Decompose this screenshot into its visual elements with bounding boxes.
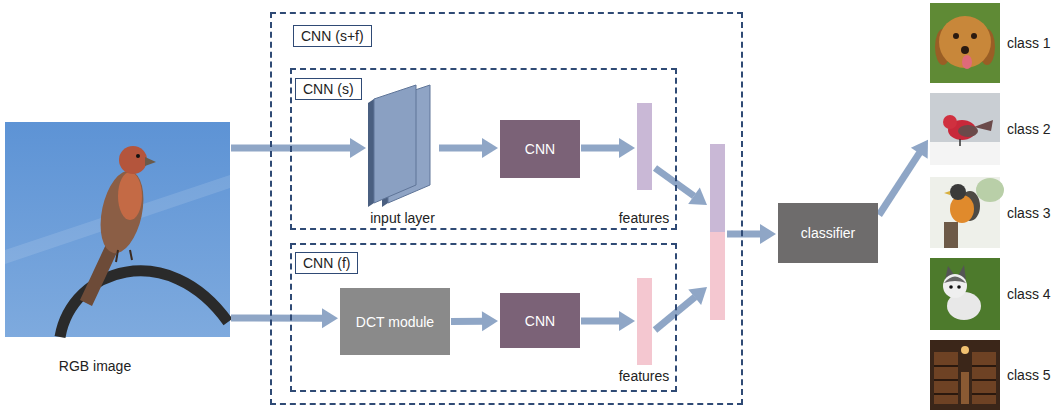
flow-arrow (439, 138, 498, 158)
box-label: CNN (525, 313, 555, 329)
rgb-image: RGB image (5, 122, 230, 378)
flow-arrow (231, 138, 366, 158)
class-image: class 2 (930, 93, 1057, 165)
box-label: CNN (525, 141, 555, 157)
bird-photo (5, 122, 230, 337)
arrow-line (231, 315, 323, 322)
arrowhead (619, 311, 635, 331)
arrow-line (879, 152, 920, 215)
box-label: DCT module (356, 314, 434, 330)
shape-area (930, 93, 1000, 165)
feature-vector: features (605, 103, 683, 227)
shape-area (930, 340, 1000, 410)
arrow-line (451, 318, 483, 325)
concat-features (710, 144, 725, 232)
arrow-line (439, 145, 483, 152)
flow-arrow (581, 138, 635, 158)
flow-arrow (581, 311, 635, 331)
bird-photo (930, 93, 1000, 165)
input-layer: input layer (355, 85, 450, 227)
group-label: CNN (f) (295, 252, 358, 274)
box-label: classifier (801, 225, 855, 241)
dashed-group: CNN (f)DCT moduleCNNfeatures (290, 243, 677, 392)
arrowhead (322, 308, 338, 328)
node-label: class 4 (1007, 286, 1051, 302)
robin-photo (930, 177, 1004, 248)
node-label: class 1 (1007, 35, 1051, 51)
shape-area (930, 177, 1000, 248)
arrowhead (619, 138, 635, 158)
node-label: class 3 (1007, 205, 1051, 221)
dct-module-box: DCT module (340, 288, 450, 355)
feature-bar (637, 103, 652, 190)
node-label: features (605, 368, 683, 384)
group-label: CNN (s) (295, 78, 362, 100)
library-photo (930, 340, 1000, 410)
node-label: class 2 (1007, 121, 1051, 137)
arrowhead (482, 138, 498, 158)
cnn-box: CNN (500, 120, 580, 178)
flow-arrow (231, 308, 338, 328)
class-image: class 1 (930, 3, 1057, 83)
dog-photo (930, 3, 1000, 83)
node-label: class 5 (1007, 367, 1051, 383)
node-label: features (605, 210, 683, 226)
group-label: CNN (s+f) (293, 25, 372, 47)
input-layer-slabs (368, 85, 430, 207)
shape-area (5, 122, 230, 337)
arrowhead (911, 140, 928, 159)
cnn-box: CNN (500, 293, 580, 348)
classifier-box: classifier (778, 203, 878, 263)
puppy-photo (930, 258, 1000, 330)
shape-area (930, 258, 1000, 330)
shape-area (368, 85, 438, 208)
arrow-line (581, 145, 620, 152)
concat-features (710, 232, 725, 320)
flow-arrow (451, 311, 498, 331)
feature-bar (637, 278, 652, 365)
arrow-line (581, 318, 620, 325)
arrowhead (482, 311, 498, 331)
shape-area (930, 3, 1000, 83)
arrowhead (350, 138, 366, 158)
node-label: input layer (355, 210, 450, 226)
merge-arrows (655, 168, 776, 330)
flow-arrow (879, 140, 928, 215)
dashed-group: CNN (s)input layerCNNfeatures (290, 68, 677, 230)
node-label: RGB image (40, 358, 150, 374)
dashed-group: CNN (s+f)CNN (s)input layerCNNfeaturesCN… (270, 12, 743, 405)
class-image: class 3 (930, 177, 1057, 248)
class-image: class 4 (930, 258, 1057, 330)
class-image: class 5 (930, 340, 1057, 410)
feature-vector: features (605, 278, 683, 388)
